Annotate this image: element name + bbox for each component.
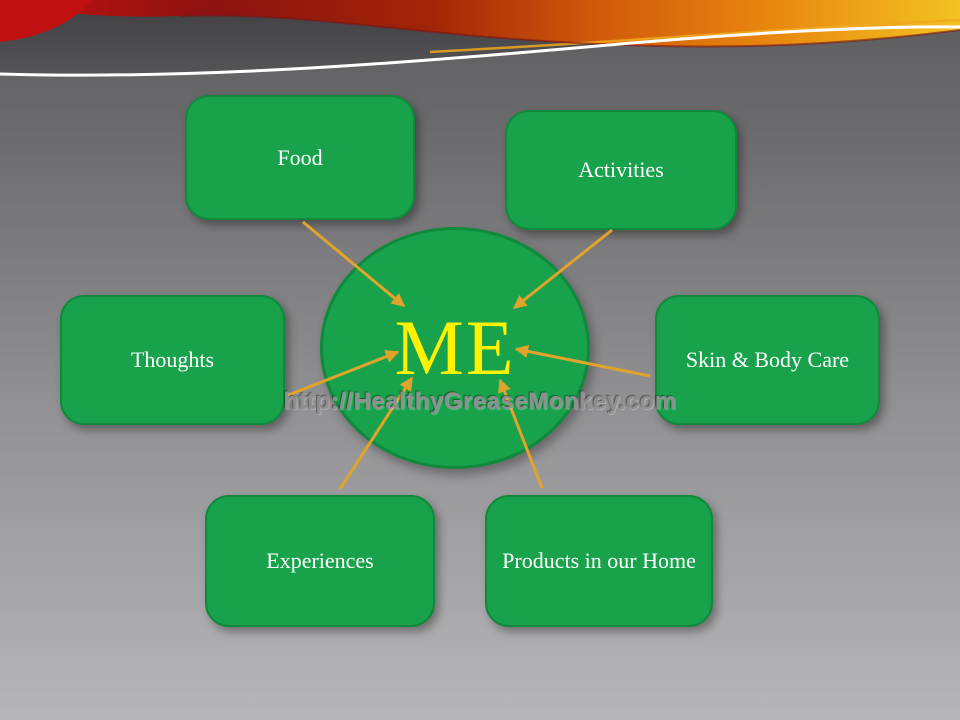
node-experiences: Experiences <box>205 495 435 627</box>
node-food-label: Food <box>277 144 323 170</box>
wave-accent-darkred <box>179 14 960 48</box>
node-activities: Activities <box>505 110 737 230</box>
node-experiences-label: Experiences <box>266 548 374 573</box>
wave-white-edge <box>0 25 960 77</box>
wave-accent-yellow <box>429 18 960 54</box>
decorative-wave <box>0 0 960 110</box>
wave-red-corner <box>0 0 92 42</box>
center-label: ME <box>394 304 516 391</box>
wave-graphic <box>0 0 960 77</box>
center-node: ME <box>320 227 590 469</box>
node-skin-body-care: Skin & Body Care <box>655 295 880 425</box>
node-products-home-label: Products in our Home <box>502 548 696 574</box>
node-thoughts: Thoughts <box>60 295 285 425</box>
node-products-home: Products in our Home <box>485 495 713 627</box>
node-thoughts-label: Thoughts <box>130 347 215 372</box>
node-food: Food <box>185 95 415 220</box>
node-skin-body-care-label: Skin & Body Care <box>685 347 850 372</box>
node-activities-label: Activities <box>578 157 664 182</box>
watermark: http://HealthyGreaseMonkey.com <box>283 388 677 415</box>
